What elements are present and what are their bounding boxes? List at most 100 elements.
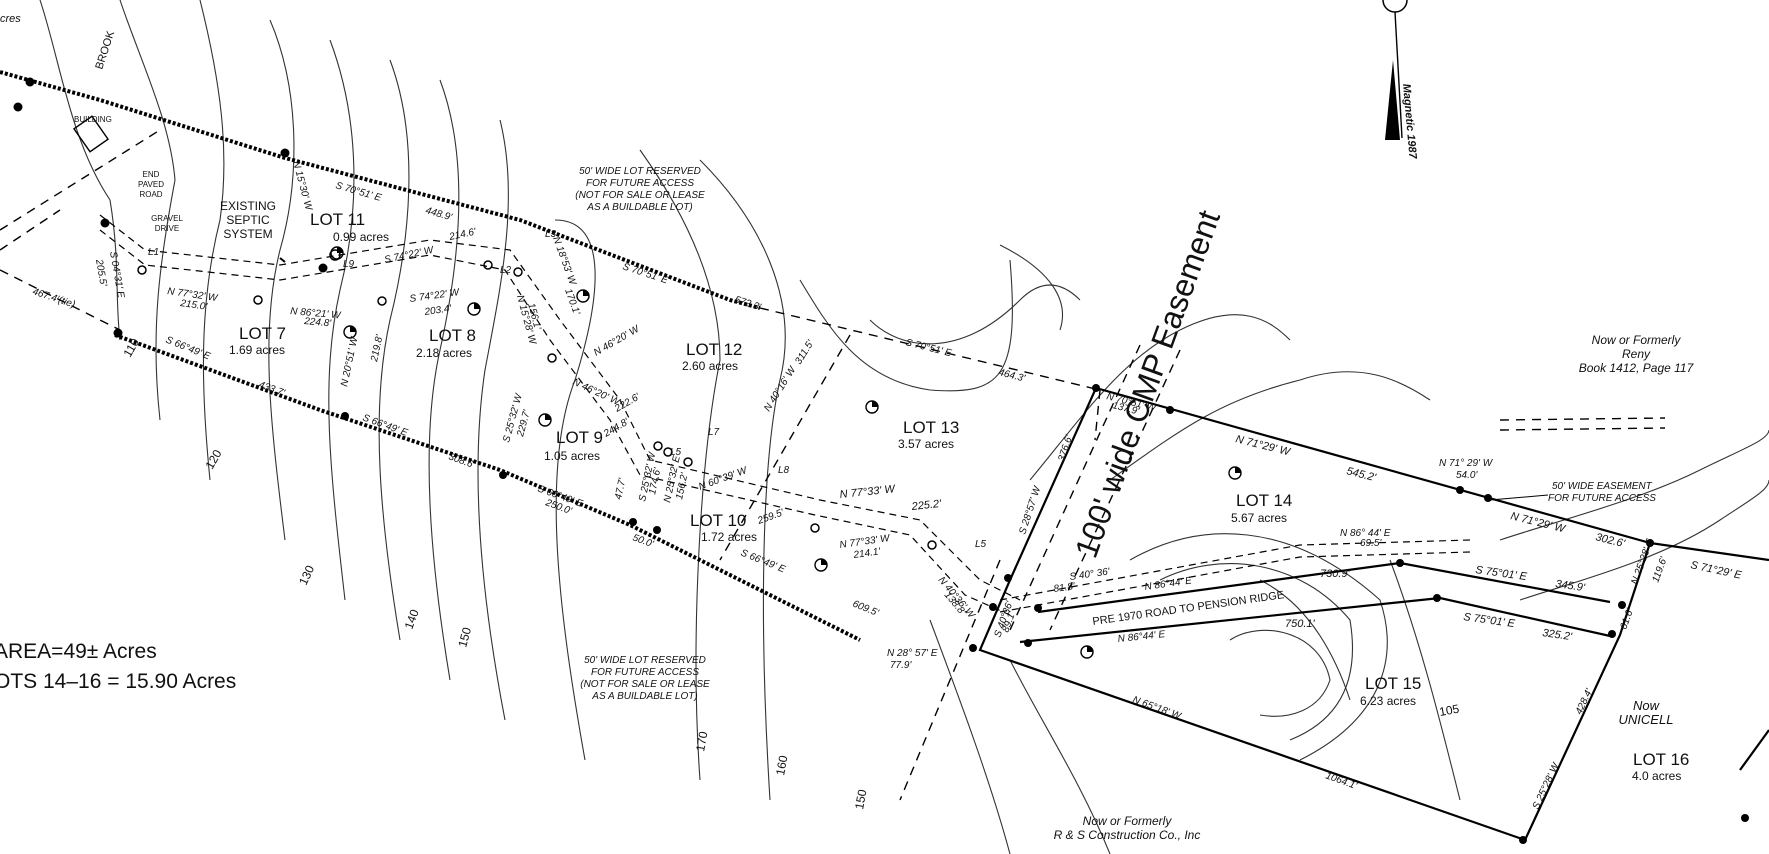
line-segment-labels: L9 L2 L5 L7 L8 L5 L1 L3 — [148, 229, 987, 550]
bearing-label: N 18°53' W — [550, 235, 578, 288]
lot-12-name: LOT 12 — [686, 340, 742, 359]
bearing-label: 448.9' — [424, 205, 454, 223]
brook-line — [0, 209, 61, 251]
bearing-label: 376.6' — [1056, 433, 1075, 463]
contour-label: 150 — [455, 625, 474, 648]
svg-text:AS A BUILDABLE LOT): AS A BUILDABLE LOT) — [586, 202, 692, 213]
north-arrow: Magnetic 1987 — [1382, 0, 1419, 160]
svg-text:FOR FUTURE ACCESS: FOR FUTURE ACCESS — [586, 178, 694, 189]
bearing-label: N 40°16' W — [762, 364, 799, 414]
bearing-label: N 86°21' W — [290, 306, 343, 321]
bearing-label: 225.2' — [910, 498, 943, 513]
bearing-label: N 71°29' W — [1234, 433, 1292, 458]
lot-10-area: 1.72 acres — [701, 530, 757, 544]
test-pit-symbols — [330, 246, 1242, 659]
bearing-label: 433.7' — [257, 379, 287, 399]
svg-text:SEPTIC: SEPTIC — [226, 213, 270, 227]
lot-7-area: 1.69 acres — [229, 343, 285, 357]
bearing-label: 81.8' — [1053, 581, 1077, 595]
contour-label: 110 — [120, 336, 142, 360]
note-reserved-top: 50' WIDE LOT RESERVED FOR FUTURE ACCESS … — [575, 166, 705, 213]
svg-text:50' WIDE EASEMENT: 50' WIDE EASEMENT — [1552, 481, 1653, 492]
bearing-label: 215.0' — [179, 298, 209, 313]
septic-symbol — [279, 257, 286, 263]
svg-text:Now or Formerly: Now or Formerly — [1592, 333, 1682, 347]
total-lots: OTS 14–16 = 15.90 Acres — [0, 670, 236, 693]
bearing-label: 259.5' — [755, 507, 786, 527]
bearing-label: N 71°29' W — [1509, 510, 1567, 535]
bearing-label: N 28° 57' E — [887, 648, 938, 659]
bearing-label: 1064.1' — [1324, 770, 1359, 792]
svg-text:GRAVEL: GRAVEL — [151, 214, 183, 223]
lot-13-name: LOT 13 — [903, 418, 959, 437]
bearing-label: 345.9' — [1555, 578, 1587, 594]
svg-text:AS A BUILDABLE LOT): AS A BUILDABLE LOT) — [591, 691, 697, 702]
dashed-lines — [0, 129, 1666, 801]
bearing-label: N 65°18' W — [1131, 694, 1184, 722]
svg-text:Reny: Reny — [1622, 347, 1651, 361]
svg-text:50' WIDE LOT RESERVED: 50' WIDE LOT RESERVED — [579, 166, 701, 177]
bearing-label: 61.6' — [1618, 606, 1636, 631]
bearing-label: S 04°31' E — [107, 251, 126, 300]
svg-text:(NOT FOR SALE OR LEASE: (NOT FOR SALE OR LEASE — [580, 679, 710, 690]
segment-label: L7 — [708, 427, 720, 438]
stone-walls — [0, 70, 861, 642]
building-footprint — [72, 115, 110, 153]
lot-9-area: 1.05 acres — [544, 449, 600, 463]
segment-label: L3 — [545, 229, 557, 240]
svg-text:Now: Now — [1633, 698, 1661, 713]
bearing-label: S 28°57' W — [1017, 484, 1043, 536]
segment-label: L5 — [975, 539, 987, 550]
svg-text:Book 1412, Page 117: Book 1412, Page 117 — [1579, 361, 1695, 375]
contour-label: 140 — [402, 607, 422, 631]
lot-10-name: LOT 10 — [690, 511, 746, 530]
bearing-label: 77.9' — [890, 660, 912, 671]
note-reserved-bottom: 50' WIDE LOT RESERVED FOR FUTURE ACCESS … — [580, 655, 710, 702]
bearing-label: 119.6' — [1650, 555, 1670, 584]
bearing-label: S 66°49' E — [164, 335, 212, 363]
lot-11-area: 0.99 acres — [333, 230, 389, 244]
contour-labels: 110 120 130 140 150 170 160 150 105 — [120, 336, 1460, 811]
svg-text:EXISTING: EXISTING — [220, 199, 276, 213]
bearing-label: 609.5' — [851, 599, 881, 620]
bearing-label: 54.0' — [1456, 470, 1478, 481]
lot-8-area: 2.18 acres — [416, 346, 472, 360]
bearing-label: N 20°51' W — [339, 335, 361, 388]
segment-label: L1 — [148, 247, 159, 258]
bearing-label: N 77°33' W — [839, 483, 897, 501]
bearing-label: 69.5' — [1360, 538, 1382, 549]
contour-label: 170 — [693, 730, 710, 752]
bearing-label: S 66°49' E — [739, 548, 787, 576]
svg-text:UNICELL: UNICELL — [1619, 712, 1674, 727]
lot-7-name: LOT 7 — [239, 324, 286, 343]
bearing-label: 750.1' — [1285, 618, 1316, 630]
bearing-label: S 40° 36' — [1069, 566, 1112, 583]
segment-label: L8 — [778, 465, 790, 476]
lot-15-area: 6.23 acres — [1360, 694, 1416, 708]
bearing-label: S 75°01' E — [1475, 564, 1529, 583]
lot-16-area: 4.0 acres — [1632, 769, 1681, 783]
lot-11-name: LOT 11 — [310, 210, 365, 229]
contour-label: 160 — [773, 754, 790, 776]
bearing-label: 325.2' — [1542, 627, 1574, 643]
contour-lines — [39, 0, 1769, 854]
bearing-label: N 71° 29' W — [1439, 458, 1494, 469]
owner-rs: Now or Formerly R & S Construction Co., … — [1054, 814, 1201, 842]
bearing-label: 205.5' — [93, 258, 109, 288]
bearing-label: 203.4' — [423, 303, 453, 318]
bearing-label: S 70°51' E — [904, 337, 953, 359]
bearing-labels: S 70°51' E 448.9' N 15°30' W S 74°22' W … — [31, 160, 1743, 811]
bearing-label: S 71°29' E — [1689, 559, 1743, 582]
bearing-label: N 86° 44' E — [1340, 528, 1391, 539]
lot-8-name: LOT 8 — [429, 326, 476, 345]
road-label: PRE 1970 ROAD TO PENSION RIDGE — [1092, 589, 1285, 628]
contour-label: 105 — [1438, 702, 1460, 719]
contour-label: 120 — [202, 447, 224, 472]
bearing-label: 730.9' — [1320, 568, 1351, 580]
owner-unicell: Now UNICELL — [1619, 698, 1674, 727]
lot-12-area: 2.60 acres — [682, 359, 738, 373]
svg-text:PAVED: PAVED — [138, 180, 164, 189]
svg-text:FOR FUTURE ACCESS: FOR FUTURE ACCESS — [591, 667, 699, 678]
svg-text:END: END — [143, 170, 160, 179]
bearing-label: N 86°44' E — [1117, 629, 1166, 645]
